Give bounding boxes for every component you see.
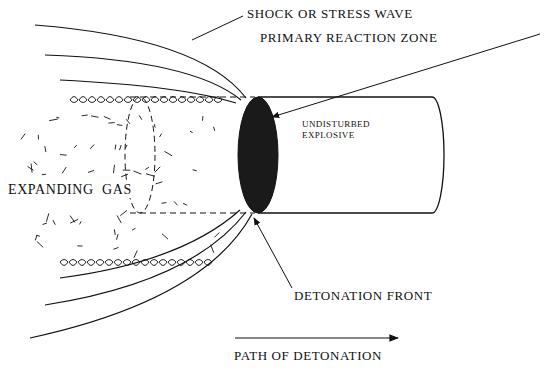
reaction-zone: [238, 97, 278, 213]
gas-turbulence: [21, 97, 222, 266]
gas-label: GAS: [100, 182, 134, 198]
node-text: UNDISTURBED EXPLOSIVE: [302, 119, 406, 141]
explosive-cylinder: [258, 97, 444, 213]
gas-label: EXPANDING: [6, 182, 96, 198]
gas-column: [125, 97, 255, 213]
explosive-label-box: UNDISTURBED EXPLOSIVE: [302, 119, 406, 141]
front-label: DETONATION FRONT: [292, 288, 434, 304]
path-label: PATH OF DETONATION: [232, 348, 384, 364]
reaction-zone-label: PRIMARY REACTION ZONE: [258, 30, 440, 46]
shock-wave-label: SHOCK OR STRESS WAVE: [245, 6, 415, 22]
leader-lines: [192, 16, 540, 338]
